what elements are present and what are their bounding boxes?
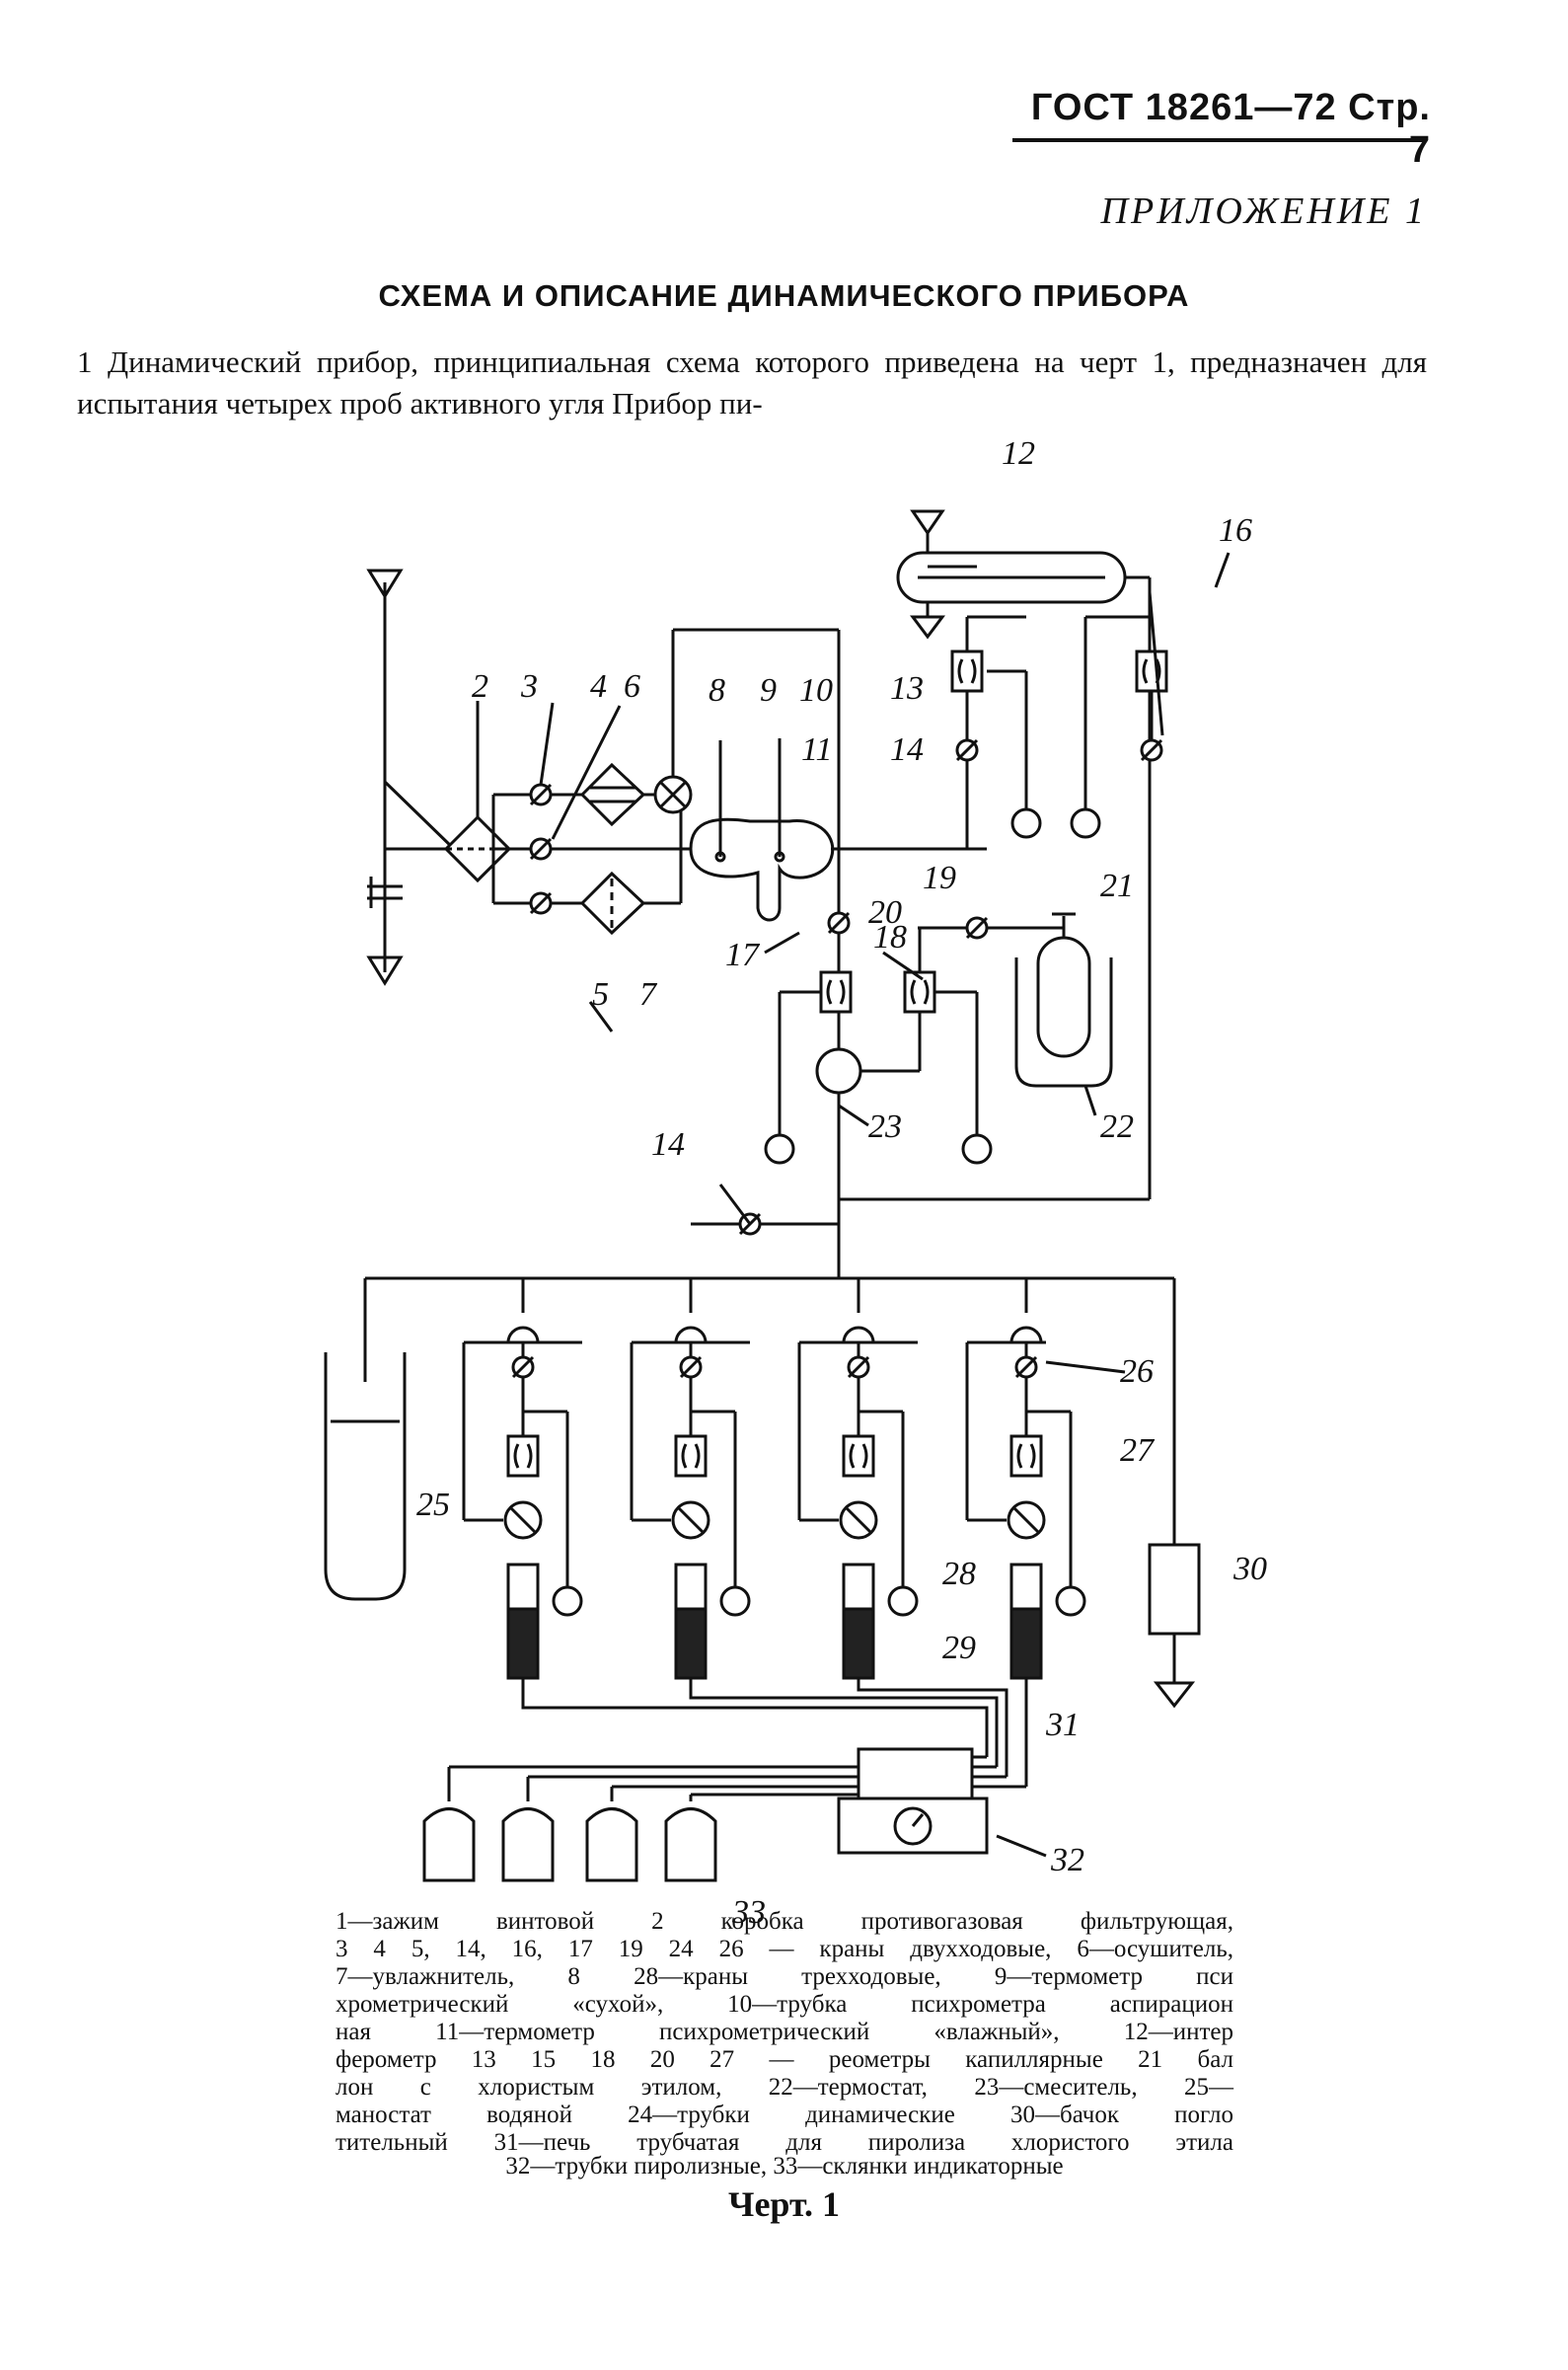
intro-paragraph: 1 Динамический прибор, принципиальная сх…: [77, 344, 1427, 420]
label-31: 31: [1045, 1707, 1080, 1743]
thermostat-icon: [1014, 957, 1113, 1088]
valve-4-icon: [529, 837, 553, 861]
sample-branch-4: [965, 1278, 1086, 1680]
label-11: 11: [801, 731, 832, 768]
figure-label: Черт. 1: [728, 2184, 840, 2224]
rheometer-17-icon: [764, 970, 853, 1165]
standard-header: ГОСТ 18261—72 Стр. 7: [1030, 87, 1431, 171]
indicator-bottles: [422, 1765, 859, 1882]
caption-line: ферометр 13 15 18 20 27 — реометры капил…: [336, 2046, 1233, 2073]
mixer-icon: [815, 1047, 862, 1095]
sample-branch-3: [797, 1278, 919, 1680]
absorber-icon: [1148, 1543, 1201, 1709]
psychrometer-bypass: [671, 628, 987, 1185]
label-22: 22: [1100, 1109, 1134, 1145]
label-28: 28: [942, 1556, 976, 1592]
label-4: 4: [590, 668, 607, 705]
label-10: 10: [799, 672, 833, 709]
humidifier-icon: [579, 871, 646, 936]
label-25: 25: [416, 1487, 450, 1523]
valve-16-icon: [1140, 738, 1163, 762]
valve-14-icon: [955, 738, 979, 762]
caption-line: 3 4 5, 14, 16, 17 19 24 26 — краны двухх…: [336, 1936, 1233, 1962]
sample-branch-1: [462, 1278, 583, 1680]
figure-caption: 1—зажим винтовой 2 коробка противогазова…: [336, 1908, 1233, 2157]
label-20: 20: [868, 894, 902, 931]
label-21: 21: [1100, 868, 1134, 904]
rheometer-15-icon: [1070, 617, 1168, 839]
caption-line: лон с хлористым этилом, 22—термостат, 23…: [336, 2074, 1233, 2101]
label-6: 6: [624, 668, 640, 705]
label-26: 26: [1120, 1353, 1154, 1390]
label-8: 8: [709, 672, 725, 709]
valve-19-icon: [965, 916, 989, 940]
section-title: СХЕМА И ОПИСАНИЕ ДИНАМИЧЕСКОГО ПРИБОРА: [378, 278, 1190, 313]
rheometer-13-icon: [950, 615, 1042, 849]
label-14a: 14: [890, 731, 924, 768]
caption-line: хрометрический «сухой», 10—трубка психро…: [336, 1991, 1233, 2018]
filter-box-icon: [385, 814, 512, 883]
label-16: 16: [1219, 512, 1252, 549]
three-way-valve-8-icon: [653, 775, 693, 814]
label-30: 30: [1232, 1551, 1267, 1587]
label-14b: 14: [651, 1126, 685, 1163]
header-rule: [1012, 138, 1427, 142]
psychrometer-icon: [689, 738, 835, 922]
label-19: 19: [923, 860, 956, 896]
label-7: 7: [639, 976, 658, 1013]
label-33: 33: [731, 1894, 766, 1931]
caption-last-line: 32—трубки пиролизные, 33—склянки индикат…: [505, 2153, 1064, 2179]
inlet-line: [366, 569, 456, 986]
dryer-icon: [579, 762, 646, 827]
label-27: 27: [1120, 1432, 1156, 1469]
parallel-branches: [491, 793, 691, 905]
screw-clamp-icon: [367, 877, 403, 908]
caption-line: ная 11—термометр психрометрический «влаж…: [336, 2019, 1233, 2045]
caption-line: маностат водяной 24—трубки динамические …: [336, 2102, 1233, 2128]
label-32: 32: [1050, 1842, 1084, 1878]
valve-5-icon: [529, 891, 553, 915]
interferometer-icon: [896, 509, 1152, 1199]
cylinder-icon: [918, 912, 1091, 1058]
label-29: 29: [942, 1630, 976, 1666]
sample-branch-2: [630, 1278, 751, 1680]
label-12: 12: [1002, 435, 1035, 472]
caption-line: тительный 31—печь трубчатая для пиролиза…: [336, 2129, 1233, 2156]
label-9: 9: [760, 672, 777, 709]
label-23: 23: [868, 1109, 902, 1145]
rheometer-18-icon: [860, 928, 993, 1165]
label-17: 17: [725, 937, 761, 973]
furnace-icon: [837, 1747, 989, 1855]
valve-3-icon: [529, 783, 553, 806]
main-manifold: [363, 1093, 1176, 1545]
label-13: 13: [890, 670, 924, 707]
caption-line: 7—увлажнитель, 8 28—краны трехходовые, 9…: [336, 1963, 1233, 1990]
label-2: 2: [472, 668, 488, 705]
label-5: 5: [592, 976, 609, 1013]
manostat-icon: [324, 1352, 407, 1601]
pyrolysis-tubes: [521, 1678, 1028, 1789]
label-18: 18: [873, 919, 907, 956]
valve-17-icon: [827, 911, 851, 935]
leader-lines: [476, 552, 1231, 1858]
caption-line: 1—зажим винтовой 2 коробка противогазова…: [336, 1908, 1233, 1935]
label-3: 3: [520, 668, 538, 705]
appendix-title: ПРИЛОЖЕНИЕ 1: [1100, 191, 1427, 232]
